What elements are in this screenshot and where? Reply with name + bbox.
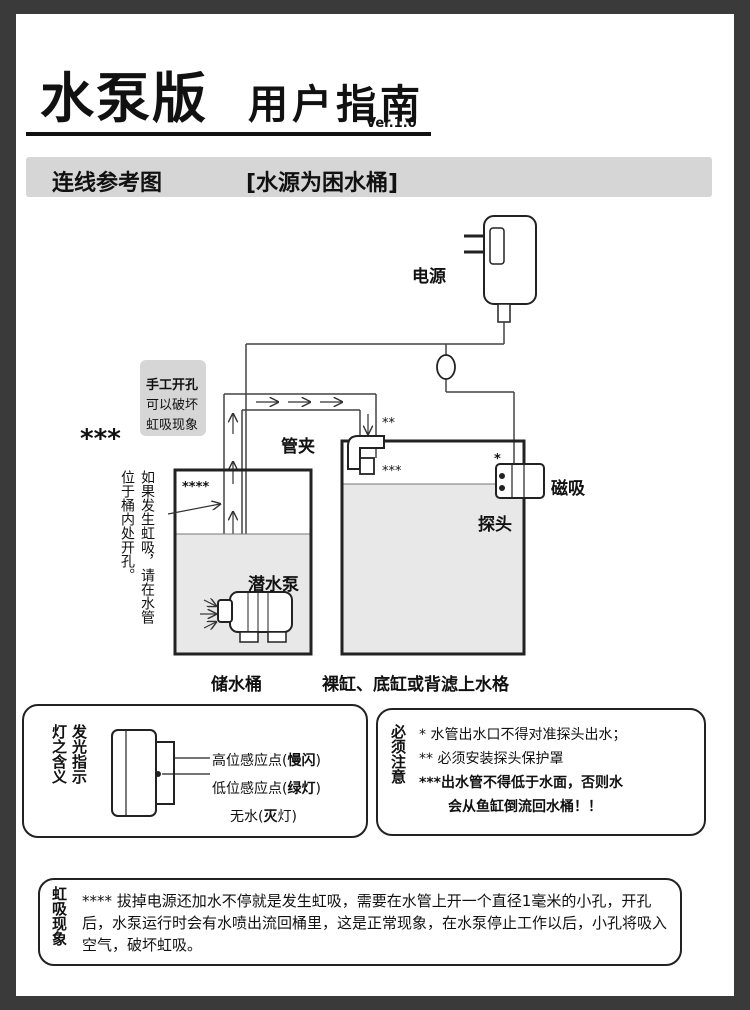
magnetic-probe-icon xyxy=(495,463,545,499)
probe-label: 探头 xyxy=(478,515,512,535)
submersible-pump-icon xyxy=(200,591,293,643)
single-star-mark: * xyxy=(494,452,501,467)
guide-page: 水泵版 用户指南 Ver.1.0 连线参考图 [水源为困水桶] xyxy=(16,14,734,996)
manual-hole-line-2: 可以破坏 xyxy=(146,398,199,413)
section-case: [水源为困水桶] xyxy=(246,171,399,196)
section-title: 连线参考图 xyxy=(52,171,163,196)
pipe-clip-label: 管夹 xyxy=(281,437,315,457)
quad-star-mark: **** xyxy=(182,480,210,495)
triple-star-mark-tank: *** xyxy=(382,464,402,479)
manual-hole-callout xyxy=(140,360,206,436)
probe-light-icon xyxy=(111,729,210,817)
caution-line-2: ** 必须安装探头保护罩 xyxy=(419,751,564,767)
flow-arrows xyxy=(233,402,368,584)
controller-icon xyxy=(436,354,456,380)
pump-label: 潜水泵 xyxy=(248,575,299,595)
connection-diagram xyxy=(167,215,545,656)
siphon-explanation: **** 拔掉电源还加水不停就是发生虹吸，需要在水管上开一个直径1毫米的小孔，开… xyxy=(82,892,668,954)
indicator-box xyxy=(22,704,368,838)
caution-line-3a: ***出水管不得低于水面，否则水 xyxy=(419,775,623,791)
title-underline xyxy=(26,132,431,136)
caution-line-1: * 水管出水口不得对准探头出水； xyxy=(419,727,627,743)
caution-heading: 必须注意 xyxy=(389,724,407,784)
power-label: 电源 xyxy=(412,267,446,287)
siphon-vertical-note-1: 如果发生虹吸，请在水管 xyxy=(139,470,155,624)
pipe-clip-icon xyxy=(347,435,385,475)
indicator-heading-1: 灯之含义 xyxy=(50,724,68,784)
power-adapter-icon xyxy=(464,215,537,323)
storage-bucket-label: 储水桶 xyxy=(211,675,262,695)
siphon-box xyxy=(38,878,682,966)
double-star-mark: ** xyxy=(382,416,395,431)
triple-star-mark: *** xyxy=(80,424,121,454)
high-level-indicator: 高位感应点(慢闪) xyxy=(212,753,321,769)
tank-types-label: 裸缸、底缸或背滤上水格 xyxy=(322,675,509,695)
siphon-heading: 虹吸现象 xyxy=(50,886,68,946)
low-level-indicator: 低位感应点(绿灯) xyxy=(212,781,321,797)
version-label: Ver.1.0 xyxy=(366,116,417,131)
magnet-label: 磁吸 xyxy=(551,479,585,499)
siphon-vertical-note-2: 位于桶内处开孔。 xyxy=(119,470,135,582)
caution-box xyxy=(376,708,706,836)
aquarium-tank xyxy=(340,439,526,656)
siphon-hole-pointer xyxy=(167,504,220,515)
manual-hole-line-3: 虹吸现象 xyxy=(146,418,199,433)
indicator-heading-2: 发光指示 xyxy=(70,724,88,784)
no-water-indicator: 无水(灭灯) xyxy=(230,809,297,825)
page-subtitle: 用户指南 xyxy=(248,82,424,128)
section-bar xyxy=(26,157,712,197)
caution-line-3b: 会从鱼缸倒流回水桶！！ xyxy=(448,799,602,815)
manual-hole-line-1: 手工开孔 xyxy=(146,378,199,393)
page-title: 水泵版 xyxy=(40,67,208,130)
